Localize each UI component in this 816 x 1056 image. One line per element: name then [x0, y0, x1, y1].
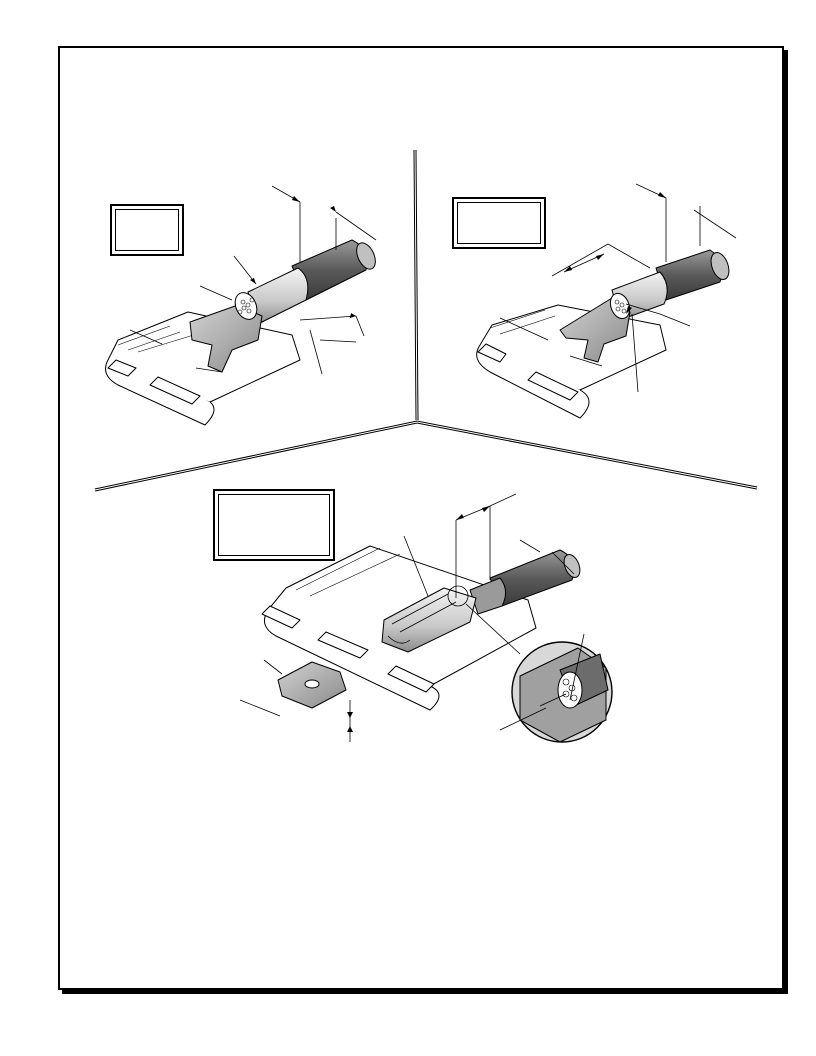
panel-bottom	[239, 493, 613, 743]
detail-magnifier-circle	[499, 633, 613, 743]
panel-top-left	[105, 185, 377, 426]
label-box-bottom	[213, 489, 335, 561]
panel-divider-lines	[94, 149, 758, 492]
panel-top-right	[476, 183, 737, 419]
figure-frame	[58, 46, 784, 990]
label-box-top-left	[110, 204, 184, 256]
label-box-top-right	[452, 197, 546, 249]
